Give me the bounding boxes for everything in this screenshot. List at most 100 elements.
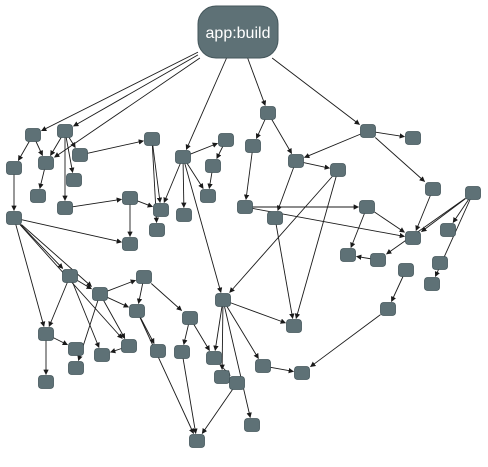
edge-arrow (54, 57, 201, 158)
edge-arrow (270, 366, 295, 374)
edge-arrow (190, 142, 219, 155)
graph-node[interactable] (57, 124, 73, 138)
graph-node[interactable] (260, 106, 276, 120)
edge-arrow (255, 119, 266, 139)
graph-node[interactable] (360, 124, 376, 138)
graph-node[interactable] (122, 191, 138, 205)
edge-arrow (243, 152, 253, 201)
graph-node[interactable] (286, 319, 302, 333)
edge-arrow (229, 176, 333, 293)
graph-node[interactable] (68, 361, 84, 375)
edge-arrow (72, 282, 100, 349)
graph-node[interactable] (245, 139, 261, 153)
graph-node[interactable] (229, 376, 245, 390)
edge-arrow (207, 172, 213, 190)
graph-node[interactable] (129, 304, 145, 318)
graph-node[interactable] (432, 256, 448, 270)
graph-node[interactable] (94, 348, 110, 362)
graph-node[interactable] (149, 223, 165, 237)
graph-node[interactable] (176, 208, 192, 222)
graph-node[interactable] (175, 150, 191, 164)
graph-node[interactable] (237, 200, 253, 214)
graph-node[interactable] (405, 231, 421, 245)
edge-arrow (184, 163, 223, 294)
graph-node[interactable] (92, 287, 108, 301)
edge-arrow (35, 141, 43, 156)
graph-node[interactable] (182, 311, 198, 325)
edge-arrow (219, 306, 225, 371)
graph-node[interactable] (440, 223, 456, 237)
edge-arrow (15, 224, 46, 328)
graph-node[interactable] (255, 359, 271, 373)
graph-node[interactable] (370, 253, 386, 267)
graph-node[interactable] (150, 344, 166, 358)
graph-node[interactable] (174, 345, 190, 359)
edge-arrow (21, 219, 123, 244)
edge-arrow (109, 348, 122, 354)
graph-node[interactable] (136, 270, 152, 284)
edge-arrow (185, 57, 227, 150)
graph-node[interactable] (294, 366, 310, 380)
edge-layer (11, 51, 471, 435)
graph-node[interactable] (72, 148, 88, 162)
graph-node[interactable] (398, 263, 414, 277)
edge-arrow (107, 297, 129, 308)
graph-node[interactable] (189, 434, 205, 448)
graph-node[interactable] (144, 132, 160, 146)
graph-node[interactable] (38, 327, 54, 341)
graph-node[interactable] (6, 161, 22, 175)
graph-node[interactable] (244, 418, 260, 432)
graph-node[interactable] (288, 154, 304, 168)
edge-arrow (152, 145, 163, 204)
graph-node[interactable] (425, 182, 441, 196)
graph-node[interactable] (218, 133, 234, 147)
edge-arrow (271, 119, 293, 154)
edge-arrow (374, 211, 405, 233)
graph-node[interactable] (121, 339, 137, 353)
graph-node[interactable] (25, 128, 41, 142)
graph-node[interactable] (68, 342, 84, 356)
graph-node[interactable] (214, 370, 230, 384)
graph-node[interactable] (38, 156, 54, 170)
edge-arrow (374, 137, 425, 182)
graph-node[interactable] (405, 131, 421, 145)
graph-node[interactable] (153, 203, 169, 217)
root-node[interactable]: app:build (197, 5, 279, 59)
graph-node[interactable] (359, 200, 375, 214)
edge-arrow (77, 280, 92, 290)
graph-node[interactable] (465, 186, 481, 200)
edge-arrow (310, 314, 381, 368)
graph-node[interactable] (57, 201, 73, 215)
edge-arrow (72, 197, 123, 208)
graph-node[interactable] (205, 159, 221, 173)
edge-arrow (53, 337, 68, 346)
edge-arrow (21, 224, 92, 287)
graph-node[interactable] (122, 237, 138, 251)
node-layer (6, 106, 481, 448)
edge-arrow (224, 306, 252, 419)
graph-node[interactable] (380, 302, 396, 316)
graph-node[interactable] (38, 375, 54, 389)
graph-node[interactable] (66, 173, 82, 187)
graph-node[interactable] (215, 293, 231, 307)
edge-arrow (303, 162, 331, 170)
graph-node[interactable] (62, 269, 78, 283)
edge-arrow (87, 139, 145, 154)
graph-node[interactable] (6, 211, 22, 225)
edge-arrow (65, 137, 75, 174)
graph-node[interactable] (340, 248, 356, 262)
edge-arrow (41, 51, 199, 132)
graph-node[interactable] (206, 351, 222, 365)
edge-arrow (391, 276, 404, 302)
graph-node[interactable] (200, 189, 216, 203)
graph-node[interactable] (30, 189, 46, 203)
graph-node[interactable] (330, 163, 346, 177)
edge-arrow (136, 283, 144, 305)
graph-node[interactable] (267, 211, 283, 225)
edge-arrow (355, 254, 371, 260)
edge-arrow (50, 137, 62, 156)
root-node-label: app:build (206, 25, 271, 42)
edge-arrow (68, 137, 76, 148)
graph-node[interactable] (424, 277, 440, 291)
